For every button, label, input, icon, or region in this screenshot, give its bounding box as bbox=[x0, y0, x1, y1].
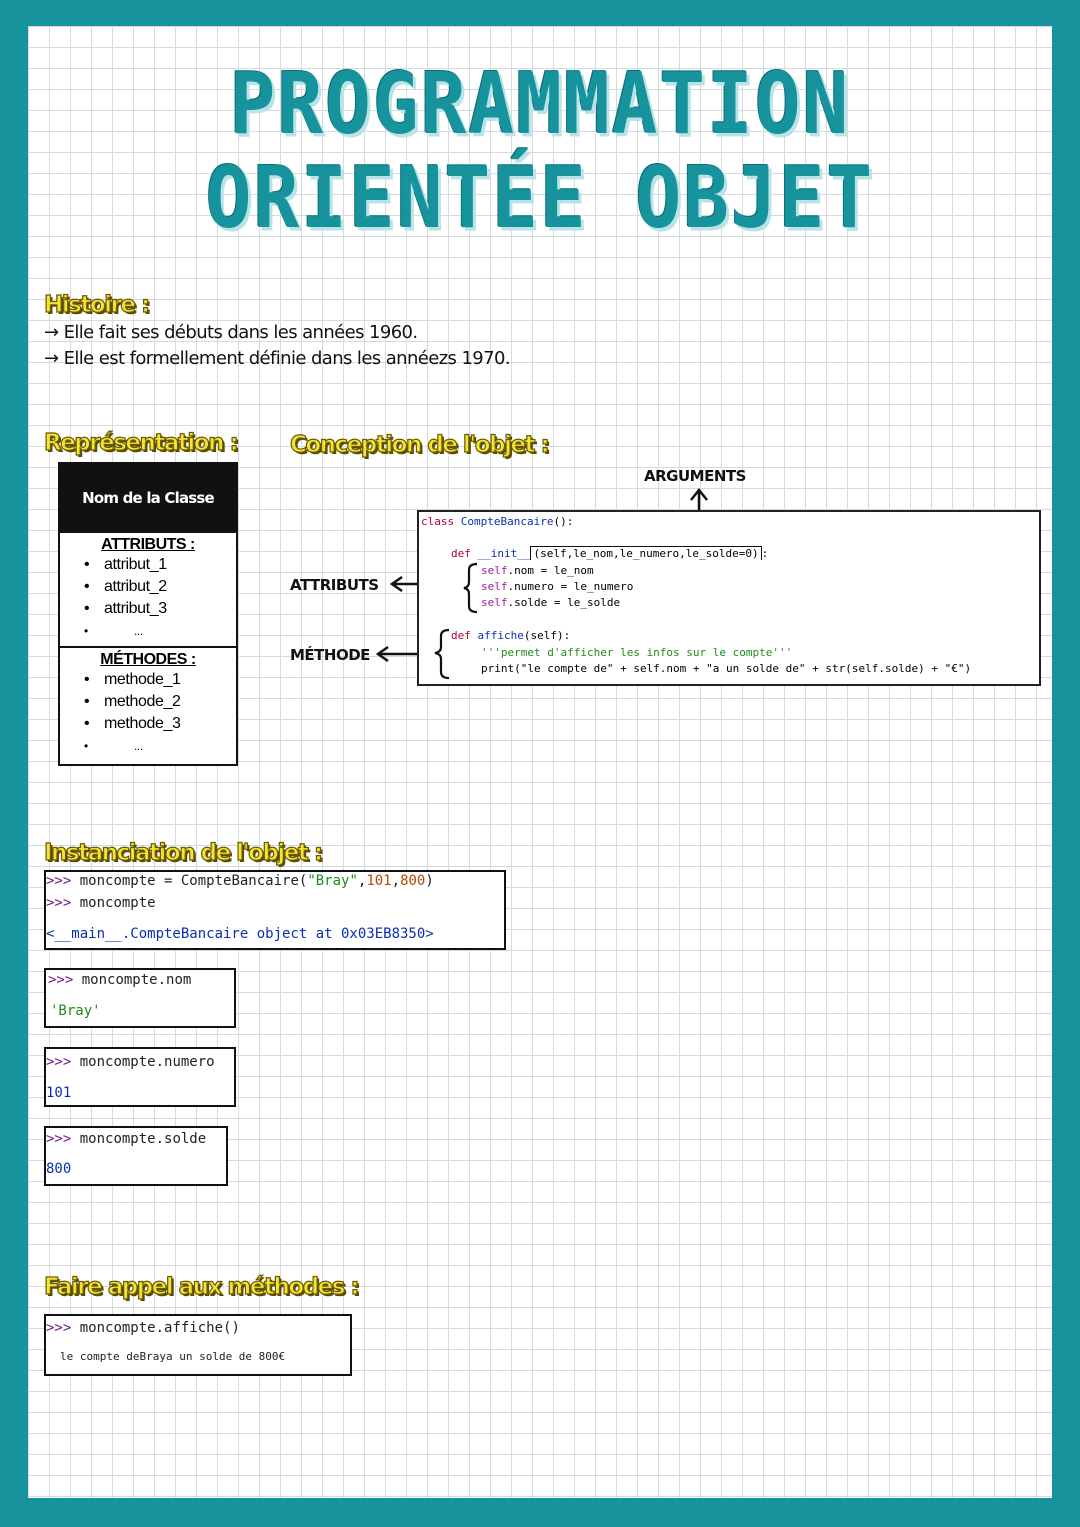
console-code: moncompte.nom bbox=[73, 972, 192, 988]
uml-methods-section: MÉTHODES : methode_1 methode_2 methode_3… bbox=[60, 646, 236, 757]
uml-method-item: methode_2 bbox=[84, 691, 236, 713]
attributs-arrow-head bbox=[389, 575, 403, 593]
console-prompt: >>> bbox=[46, 895, 72, 911]
console-prompt: >>> bbox=[46, 1320, 72, 1336]
console-code: moncompte.affiche() bbox=[71, 1320, 240, 1336]
uml-attribute-item: attribut_3 bbox=[84, 598, 236, 620]
uml-attribute-item: ... bbox=[84, 620, 236, 642]
code-def-kw: def bbox=[451, 629, 471, 642]
code-line-docstring: '''permet d'afficher les infos sur le co… bbox=[481, 646, 793, 659]
nom-console: >>> moncompte.nom 'Bray' bbox=[44, 968, 236, 1028]
uml-methods-title: MÉTHODES : bbox=[100, 651, 196, 668]
conception-heading: Conception de l'objet : bbox=[289, 431, 550, 458]
code-numero-assign: .numero = le_numero bbox=[507, 580, 634, 593]
histoire-heading: Histoire : bbox=[43, 291, 150, 318]
code-affiche-name: affiche bbox=[477, 629, 524, 642]
instanciation-heading: Instanciation de l'objet : bbox=[43, 839, 323, 866]
console-line-2: >>> moncompte bbox=[46, 895, 156, 911]
code-init-args: (self,le_nom,le_numero,le_solde=0) bbox=[530, 546, 762, 560]
code-init-name: __init__ bbox=[477, 547, 531, 560]
code-line-nom: self.nom = le_nom bbox=[481, 564, 594, 577]
console-code: , bbox=[357, 873, 367, 889]
arguments-arrow-head bbox=[690, 487, 708, 501]
nom-console-output: 'Bray' bbox=[50, 1003, 101, 1019]
methode-label: MÉTHODE bbox=[290, 646, 370, 664]
histoire-item-1: → Elle fait ses débuts dans les années 1… bbox=[44, 322, 418, 343]
uml-attributes-title: ATTRIBUTS : bbox=[101, 536, 195, 553]
methodes-console: >>> moncompte.affiche() le compte deBray… bbox=[44, 1314, 352, 1376]
uml-class-box: Nom de la Classe ATTRIBUTS : attribut_1 … bbox=[58, 462, 238, 766]
code-solde-assign: .solde = le_solde bbox=[507, 596, 621, 609]
console-code: moncompte = CompteBancaire( bbox=[71, 873, 308, 889]
console-line-1: >>> moncompte = CompteBancaire("Bray",10… bbox=[46, 873, 434, 889]
arguments-label: ARGUMENTS bbox=[644, 467, 746, 485]
console-code: ) bbox=[425, 873, 434, 889]
code-init-end: : bbox=[761, 547, 769, 560]
code-class-kw: class bbox=[421, 515, 455, 528]
uml-attribute-item: attribut_2 bbox=[84, 576, 236, 598]
attributs-brace bbox=[463, 562, 478, 614]
console-code: moncompte.solde bbox=[71, 1131, 207, 1147]
uml-attributes-list: attribut_1 attribut_2 attribut_3 ... bbox=[60, 554, 236, 642]
methodes-heading: Faire appel aux méthodes : bbox=[43, 1273, 360, 1300]
console-number: 800 bbox=[400, 873, 426, 889]
console-prompt: >>> bbox=[48, 972, 74, 988]
nom-console-input: >>> moncompte.nom bbox=[48, 972, 191, 988]
solde-console: >>> moncompte.solde 800 bbox=[44, 1126, 228, 1186]
methode-arrow-head bbox=[375, 645, 389, 663]
code-affiche-args: (self): bbox=[523, 629, 571, 642]
code-class-name: CompteBancaire bbox=[460, 515, 554, 528]
solde-console-input: >>> moncompte.solde bbox=[46, 1131, 206, 1147]
code-class-rest: (): bbox=[553, 515, 574, 528]
code-line-affiche: def affiche(self): bbox=[451, 629, 570, 642]
console-string: "Bray" bbox=[307, 873, 358, 889]
code-line-numero: self.numero = le_numero bbox=[481, 580, 633, 593]
solde-console-output: 800 bbox=[46, 1161, 72, 1177]
console-line-3: <__main__.CompteBancaire object at 0x03E… bbox=[46, 926, 434, 942]
code-line-print: print("le compte de" + self.nom + "a un … bbox=[481, 662, 972, 675]
uml-method-item: methode_3 bbox=[84, 713, 236, 735]
histoire-item-2: → Elle est formellement définie dans les… bbox=[44, 348, 511, 369]
numero-console-input: >>> moncompte.numero bbox=[46, 1054, 215, 1070]
uml-attribute-item: attribut_1 bbox=[84, 554, 236, 576]
console-number: 101 bbox=[366, 873, 392, 889]
class-code-block: class CompteBancaire(): def __init__(sel… bbox=[417, 510, 1041, 686]
methodes-console-output: le compte deBraya un solde de 800€ bbox=[60, 1350, 286, 1363]
numero-console-output: 101 bbox=[46, 1085, 72, 1101]
page-title-line-1: PROGRAMMATION bbox=[229, 53, 851, 154]
console-prompt: >>> bbox=[46, 1054, 72, 1070]
methodes-console-input: >>> moncompte.affiche() bbox=[46, 1320, 240, 1336]
uml-class-name: Nom de la Classe bbox=[60, 464, 236, 531]
console-prompt: >>> bbox=[46, 1131, 72, 1147]
numero-console: >>> moncompte.numero 101 bbox=[44, 1047, 236, 1107]
code-line-init: def __init__(self,le_nom,le_numero,le_so… bbox=[451, 546, 769, 560]
uml-methods-list: methode_1 methode_2 methode_3 ... bbox=[60, 669, 236, 757]
code-nom-assign: .nom = le_nom bbox=[507, 564, 594, 577]
code-def-kw: def bbox=[451, 547, 471, 560]
page-title-line-2: ORIENTÉE OBJET bbox=[205, 147, 875, 248]
code-braces bbox=[434, 562, 478, 680]
console-code: moncompte bbox=[71, 895, 156, 911]
uml-method-item: methode_1 bbox=[84, 669, 236, 691]
console-code: , bbox=[391, 873, 401, 889]
console-code: moncompte.numero bbox=[71, 1054, 215, 1070]
uml-method-item: ... bbox=[84, 735, 236, 757]
notebook-page: PROGRAMMATION ORIENTÉE OBJET Histoire : … bbox=[28, 26, 1052, 1498]
code-self: self bbox=[481, 596, 508, 609]
instanciation-console: >>> moncompte = CompteBancaire("Bray",10… bbox=[44, 870, 506, 950]
code-line-class: class CompteBancaire(): bbox=[421, 515, 573, 528]
code-self: self bbox=[481, 580, 508, 593]
representation-heading: Représentation : bbox=[43, 429, 239, 456]
console-prompt: >>> bbox=[46, 873, 72, 889]
uml-attributes-section: ATTRIBUTS : attribut_1 attribut_2 attrib… bbox=[60, 531, 236, 646]
code-self: self bbox=[481, 564, 508, 577]
code-line-solde: self.solde = le_solde bbox=[481, 596, 620, 609]
attributs-label: ATTRIBUTS bbox=[290, 576, 379, 594]
methode-brace bbox=[434, 628, 450, 680]
